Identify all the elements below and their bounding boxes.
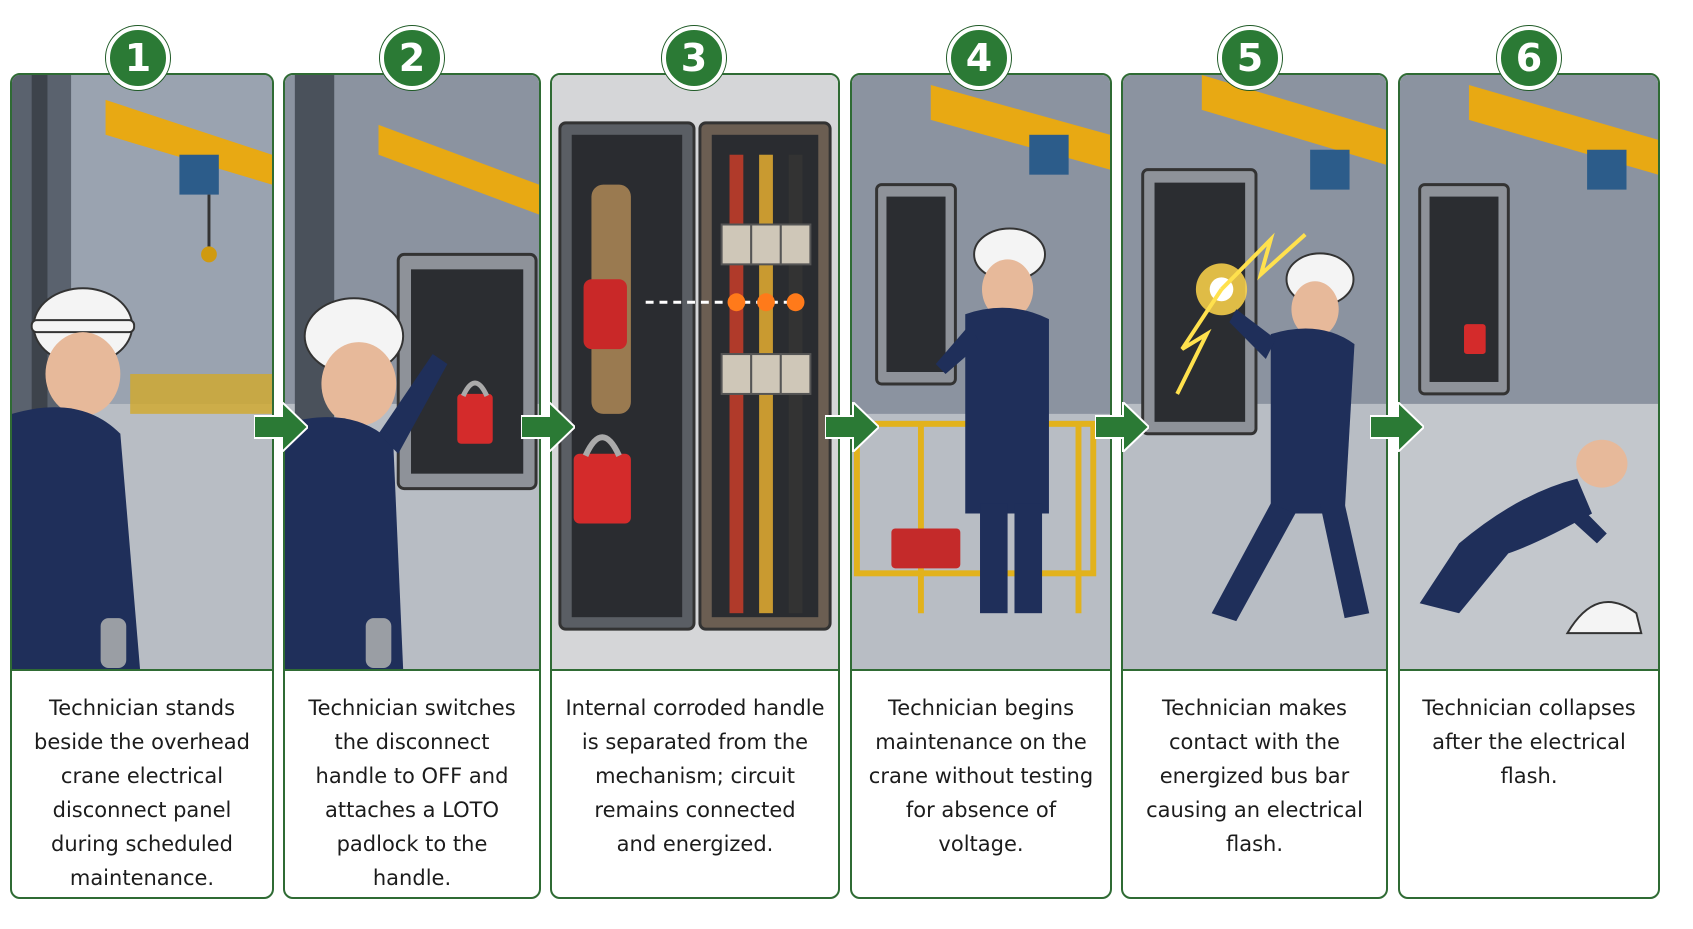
scene-technician-collapses xyxy=(1400,75,1658,671)
arrow-right-icon xyxy=(825,402,879,452)
step-number-badge: 1 xyxy=(106,26,170,90)
step-caption: Technician begins maintenance on the cra… xyxy=(868,696,1094,856)
step-panel-1: Technician stands beside the overhead cr… xyxy=(10,73,274,899)
step-panel-2: Technician switches the disconnect handl… xyxy=(283,73,541,899)
step-number-badge: 2 xyxy=(380,26,444,90)
arrow-right-icon xyxy=(1370,402,1424,452)
step-caption: Technician collapses after the electrica… xyxy=(1422,696,1636,788)
arrow-right-icon xyxy=(1095,402,1149,452)
step-caption: Technician makes contact with the energi… xyxy=(1146,696,1363,856)
step-number-badge: 3 xyxy=(662,26,726,90)
step-caption: Technician switches the disconnect handl… xyxy=(308,696,516,890)
step-number-badge: 5 xyxy=(1218,26,1282,90)
scene-technician-at-panel xyxy=(12,75,272,671)
scene-begins-maintenance xyxy=(852,75,1110,671)
spark-icon xyxy=(1175,232,1307,395)
step-number-badge: 4 xyxy=(947,26,1011,90)
step-panel-3: Internal corroded handle is separated fr… xyxy=(550,73,840,899)
step-number-badge: 6 xyxy=(1497,26,1561,90)
step-caption: Internal corroded handle is separated fr… xyxy=(565,696,825,856)
scene-electrical-flash xyxy=(1123,75,1386,671)
step-panel-4: Technician begins maintenance on the cra… xyxy=(850,73,1112,899)
step-panel-5: Technician makes contact with the energi… xyxy=(1121,73,1388,899)
arrow-right-icon xyxy=(254,402,308,452)
scene-loto-padlock xyxy=(285,75,539,671)
scene-corroded-handle xyxy=(552,75,838,671)
step-panel-6: Technician collapses after the electrica… xyxy=(1398,73,1660,899)
hard-hat-icon xyxy=(1565,601,1643,635)
step-caption: Technician stands beside the overhead cr… xyxy=(34,696,250,890)
arrow-right-icon xyxy=(521,402,575,452)
